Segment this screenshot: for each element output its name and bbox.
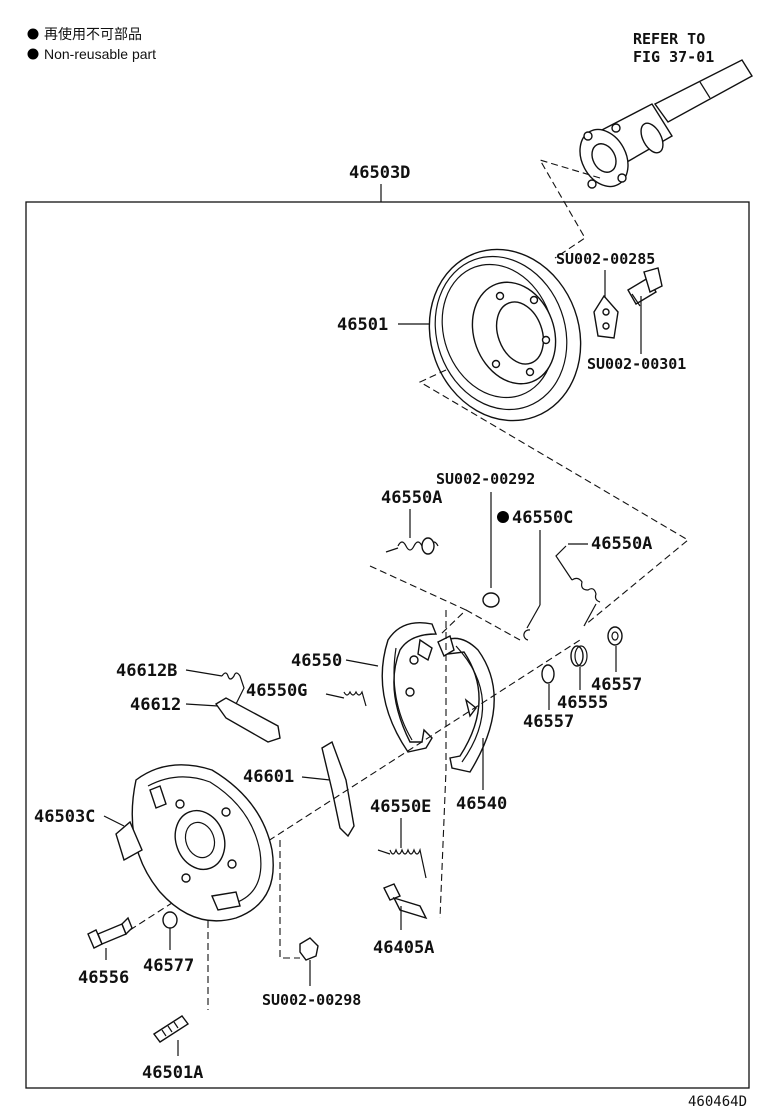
assembly-frame [25, 201, 750, 1089]
spring-46550g-drawing [325, 693, 345, 699]
label-46503c[interactable]: 46503C [34, 807, 95, 827]
strut-46601-drawing [321, 740, 355, 838]
refer-line-1[interactable]: REFER TO [633, 30, 705, 48]
legend-dot-icon [27, 48, 39, 60]
washer-46557-right-drawing [607, 626, 623, 646]
label-su002-00285[interactable]: SU002-00285 [556, 250, 655, 268]
spring-46550e-drawing [377, 849, 391, 855]
axle-shaft-drawing [579, 59, 753, 189]
label-su002-00298[interactable]: SU002-00298 [262, 991, 361, 1009]
return-spring-right-drawing [555, 545, 601, 627]
label-46501[interactable]: 46501 [337, 315, 388, 335]
label-46577[interactable]: 46577 [143, 956, 194, 976]
c-clip-drawing [523, 629, 531, 641]
nut-su00298-drawing [299, 937, 319, 961]
legend-english: Non-reusable part [44, 46, 156, 62]
bolt-46556-drawing [87, 916, 133, 949]
hub-bolt-drawing [627, 267, 663, 307]
label-46550g[interactable]: 46550G [246, 681, 307, 701]
label-46555[interactable]: 46555 [557, 693, 608, 713]
spring-46612b-drawing [221, 672, 245, 705]
label-46405a[interactable]: 46405A [373, 938, 434, 958]
lever-46612-drawing [214, 697, 281, 743]
label-su002-00301[interactable]: SU002-00301 [587, 355, 686, 373]
label-46612b[interactable]: 46612B [116, 661, 177, 681]
label-46612[interactable]: 46612 [130, 695, 181, 715]
label-46503d[interactable]: 46503D [349, 163, 410, 183]
refer-line-2[interactable]: FIG 37-01 [633, 48, 714, 66]
bleeder-46405a-drawing [383, 883, 428, 920]
washer-46557-left-drawing [541, 664, 555, 684]
legend: 再使用不可部品 Non-reusable part [27, 26, 156, 62]
label-46501a[interactable]: 46501A [142, 1063, 203, 1083]
label-46540[interactable]: 46540 [456, 794, 507, 814]
legend-japanese: 再使用不可部品 [44, 26, 142, 42]
legend-dot-icon [27, 28, 39, 40]
brake-drum-drawing [428, 248, 582, 422]
washer-su00292-drawing [482, 592, 500, 608]
lock-plate-drawing [593, 294, 619, 339]
non-reusable-dot-icon [497, 511, 509, 523]
label-46557-left[interactable]: 46557 [523, 712, 574, 732]
label-46550[interactable]: 46550 [291, 651, 342, 671]
label-su002-00292[interactable]: SU002-00292 [436, 470, 535, 488]
return-spring-left-drawing [385, 537, 439, 555]
spring-46555-drawing [570, 645, 584, 667]
label-46550c[interactable]: 46550C [512, 508, 573, 528]
label-46556[interactable]: 46556 [78, 968, 129, 988]
label-46557-right[interactable]: 46557 [591, 675, 642, 695]
label-46601[interactable]: 46601 [243, 767, 294, 787]
backing-plate-drawing [115, 764, 274, 922]
brake-shoe-left-drawing [381, 622, 438, 753]
figure-code: 460464D [688, 1094, 747, 1110]
stud-bolt-46501a-drawing [152, 1015, 190, 1043]
plug-46577-drawing [162, 911, 178, 929]
label-46550e[interactable]: 46550E [370, 797, 431, 817]
label-46550a-left[interactable]: 46550A [381, 488, 442, 508]
label-46550a-right[interactable]: 46550A [591, 534, 652, 554]
